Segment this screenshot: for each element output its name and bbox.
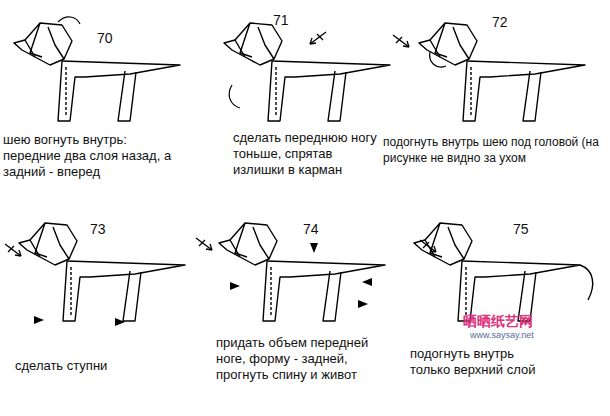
step-number: 73 [90,221,106,237]
instruction-text: подогнуть внутрь только верхний слой [410,346,550,378]
watermark: 晒晒纸艺网 [463,313,533,329]
step-number: 71 [273,12,289,28]
step-number: 70 [97,30,113,46]
instruction-text: сделать ступни [15,358,185,374]
instruction-text: шею вогнуть внутрь: передние два слоя на… [3,132,178,180]
instruction-text: подогнуть внутрь шею под головой (на рис… [383,134,605,166]
watermark-url: www.saysay.net [470,330,534,341]
step-number: 72 [492,14,508,30]
instruction-text: придать объем передней ноге, форму - зад… [216,335,376,383]
step-number: 75 [513,221,529,237]
step-number: 74 [303,221,319,237]
instruction-text: сделать переднюю ногу тоньше, спрятав из… [233,130,378,178]
